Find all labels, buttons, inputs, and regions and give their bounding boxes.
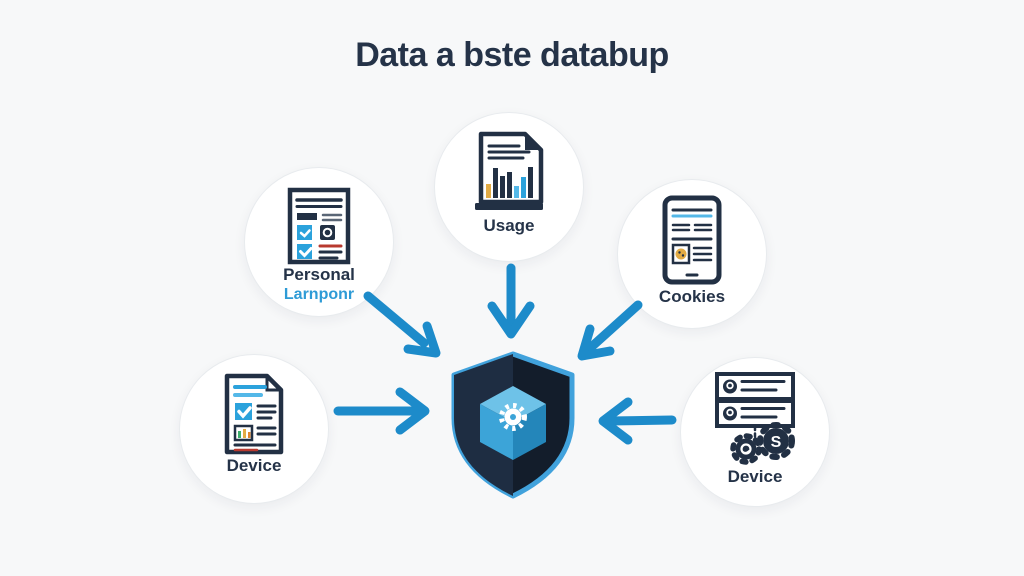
node-device-left: Device bbox=[179, 354, 329, 504]
node-personal-label: Personal bbox=[283, 265, 355, 284]
large-gear-s-icon: S bbox=[757, 422, 795, 460]
tablet-cookie-icon bbox=[662, 195, 722, 285]
node-usage-label: Usage bbox=[483, 216, 535, 235]
node-usage: Usage bbox=[434, 112, 584, 262]
node-cookies: Cookies bbox=[617, 179, 767, 329]
arrow-usage-to-shield bbox=[487, 263, 535, 339]
gear-glyph-icon bbox=[499, 403, 527, 431]
diagram-title: Data a bste databup bbox=[355, 36, 669, 74]
node-cookies-label: Cookies bbox=[658, 287, 726, 306]
bar-chart-document-icon bbox=[475, 131, 544, 210]
node-personal: Personal Larnponr bbox=[244, 167, 394, 317]
node-device-left-label: Device bbox=[226, 456, 282, 475]
node-device-right: S Device bbox=[680, 357, 830, 507]
cards-and-gears-icon: S bbox=[715, 372, 795, 465]
svg-text:S: S bbox=[771, 434, 782, 451]
arrow-device-right-to-shield bbox=[598, 397, 677, 445]
shield-icon bbox=[443, 350, 583, 500]
arrow-personal-to-shield bbox=[363, 291, 441, 358]
arrow-device-left-to-shield bbox=[333, 387, 430, 435]
arrow-cookies-to-shield bbox=[577, 300, 643, 361]
document-checklist-icon bbox=[287, 187, 351, 265]
document-checkmark-icon bbox=[224, 373, 284, 455]
node-device-right-label: Device bbox=[727, 467, 783, 486]
small-gear-icon bbox=[730, 433, 762, 465]
node-personal-sublabel: Larnponr bbox=[283, 285, 355, 303]
